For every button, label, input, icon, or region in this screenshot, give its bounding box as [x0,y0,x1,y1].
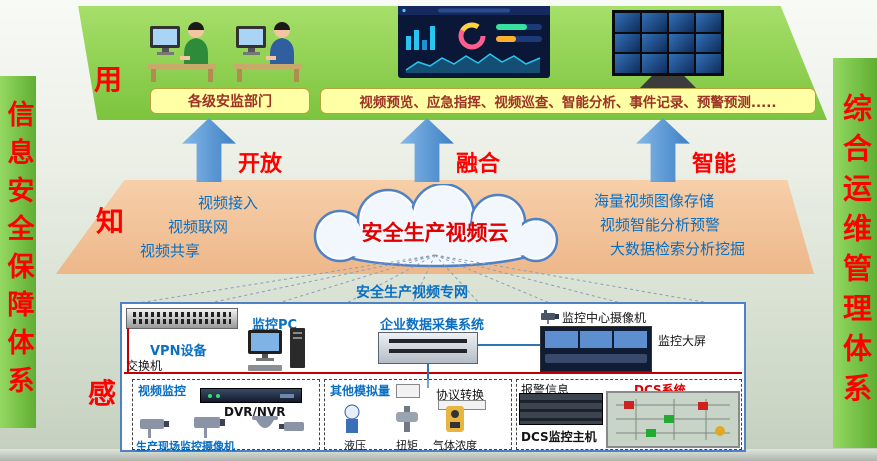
sensor-label-hydraulic: 液压 [344,439,366,452]
collector-right-link [478,344,540,346]
department-box-text: 各级安监部门 [188,94,272,110]
right-system-bar-text: 综合运维管理体系 [838,93,873,413]
arrow-label-intelligent: 智能 [692,152,737,177]
field-cameras-icons [138,414,308,444]
big-screen-label: 监控大屏 [658,334,707,348]
network-fan-lines [120,252,760,308]
pc-device [248,328,312,378]
red-bus-line-vertical [127,328,129,372]
left-system-bar: 信息安全保障体系 [0,76,36,428]
switch-label: 交换机 [126,359,163,373]
control-room-image [540,326,652,372]
cloud-left-item-1: 视频接入 [198,194,259,212]
dvr-device [200,388,302,403]
sensor-label-torque: 扭矩 [396,439,418,452]
pc-label: 监控PC [252,318,298,333]
stage-label-know: 知 [96,205,125,238]
cloud-title: 安全生产视频云 [361,221,509,245]
right-system-bar: 综合运维管理体系 [833,58,877,448]
center-camera-label: 监控中心摄像机 [562,311,647,325]
functions-box-text: 视频预览、应急指挥、视频巡查、智能分析、事件记录、预警预测..... [359,95,777,111]
arrow-label-open: 开放 [238,152,283,177]
cloud-right-item-1: 海量视频图像存储 [594,192,715,210]
field-cameras-label: 生产现场监控摄像机 [136,440,235,453]
cloud-left-item-2: 视频联网 [168,218,229,236]
department-box: 各级安监部门 [150,88,310,114]
cloud-shape [278,182,590,276]
stage-label-use: 用 [94,63,123,96]
private-network-label: 安全生产视频专网 [356,285,468,301]
stage-label-sense: 感 [88,377,117,410]
collector-down-link [427,364,429,388]
up-arrow-intelligent [636,118,690,182]
cloud-right-item-3: 大数据检索分析挖掘 [610,240,746,258]
transmitter-device [396,384,420,398]
collector-label: 企业数据采集系统 [380,318,485,333]
dcs-host-device [519,393,603,425]
collector-device [378,332,478,364]
video-wall-image [612,10,724,89]
red-bus-line-horizontal [124,372,742,374]
bottom-strip [0,449,877,461]
left-system-bar-text: 信息安全保障体系 [2,100,34,404]
cloud-right-item-2: 视频智能分析预警 [600,216,721,234]
analog-group-title: 其他模拟量 [330,384,391,398]
sensor-label-gas: 气体浓度 [433,439,477,452]
vpn-label: VPN设备 [150,344,207,359]
sensor-icons [334,404,484,440]
dcs-screen-image [606,391,740,448]
up-arrow-fusion [400,118,454,182]
cloud-left-item-3: 视频共享 [140,242,201,260]
center-camera-icon [540,308,562,328]
dvr-label: DVR/NVR [224,405,286,419]
functions-box: 视频预览、应急指挥、视频巡查、智能分析、事件记录、预警预测..... [320,88,816,114]
operators-clipart [148,12,308,88]
protocol-label: 协议转换 [436,388,485,402]
dashboard-screen-image [398,6,550,82]
dcs-host-label: DCS监控主机 [521,430,597,444]
arrow-label-fusion: 融合 [456,152,501,177]
up-arrow-open [182,118,236,182]
switch-device [126,308,238,329]
video-group-title: 视频监控 [138,384,187,398]
